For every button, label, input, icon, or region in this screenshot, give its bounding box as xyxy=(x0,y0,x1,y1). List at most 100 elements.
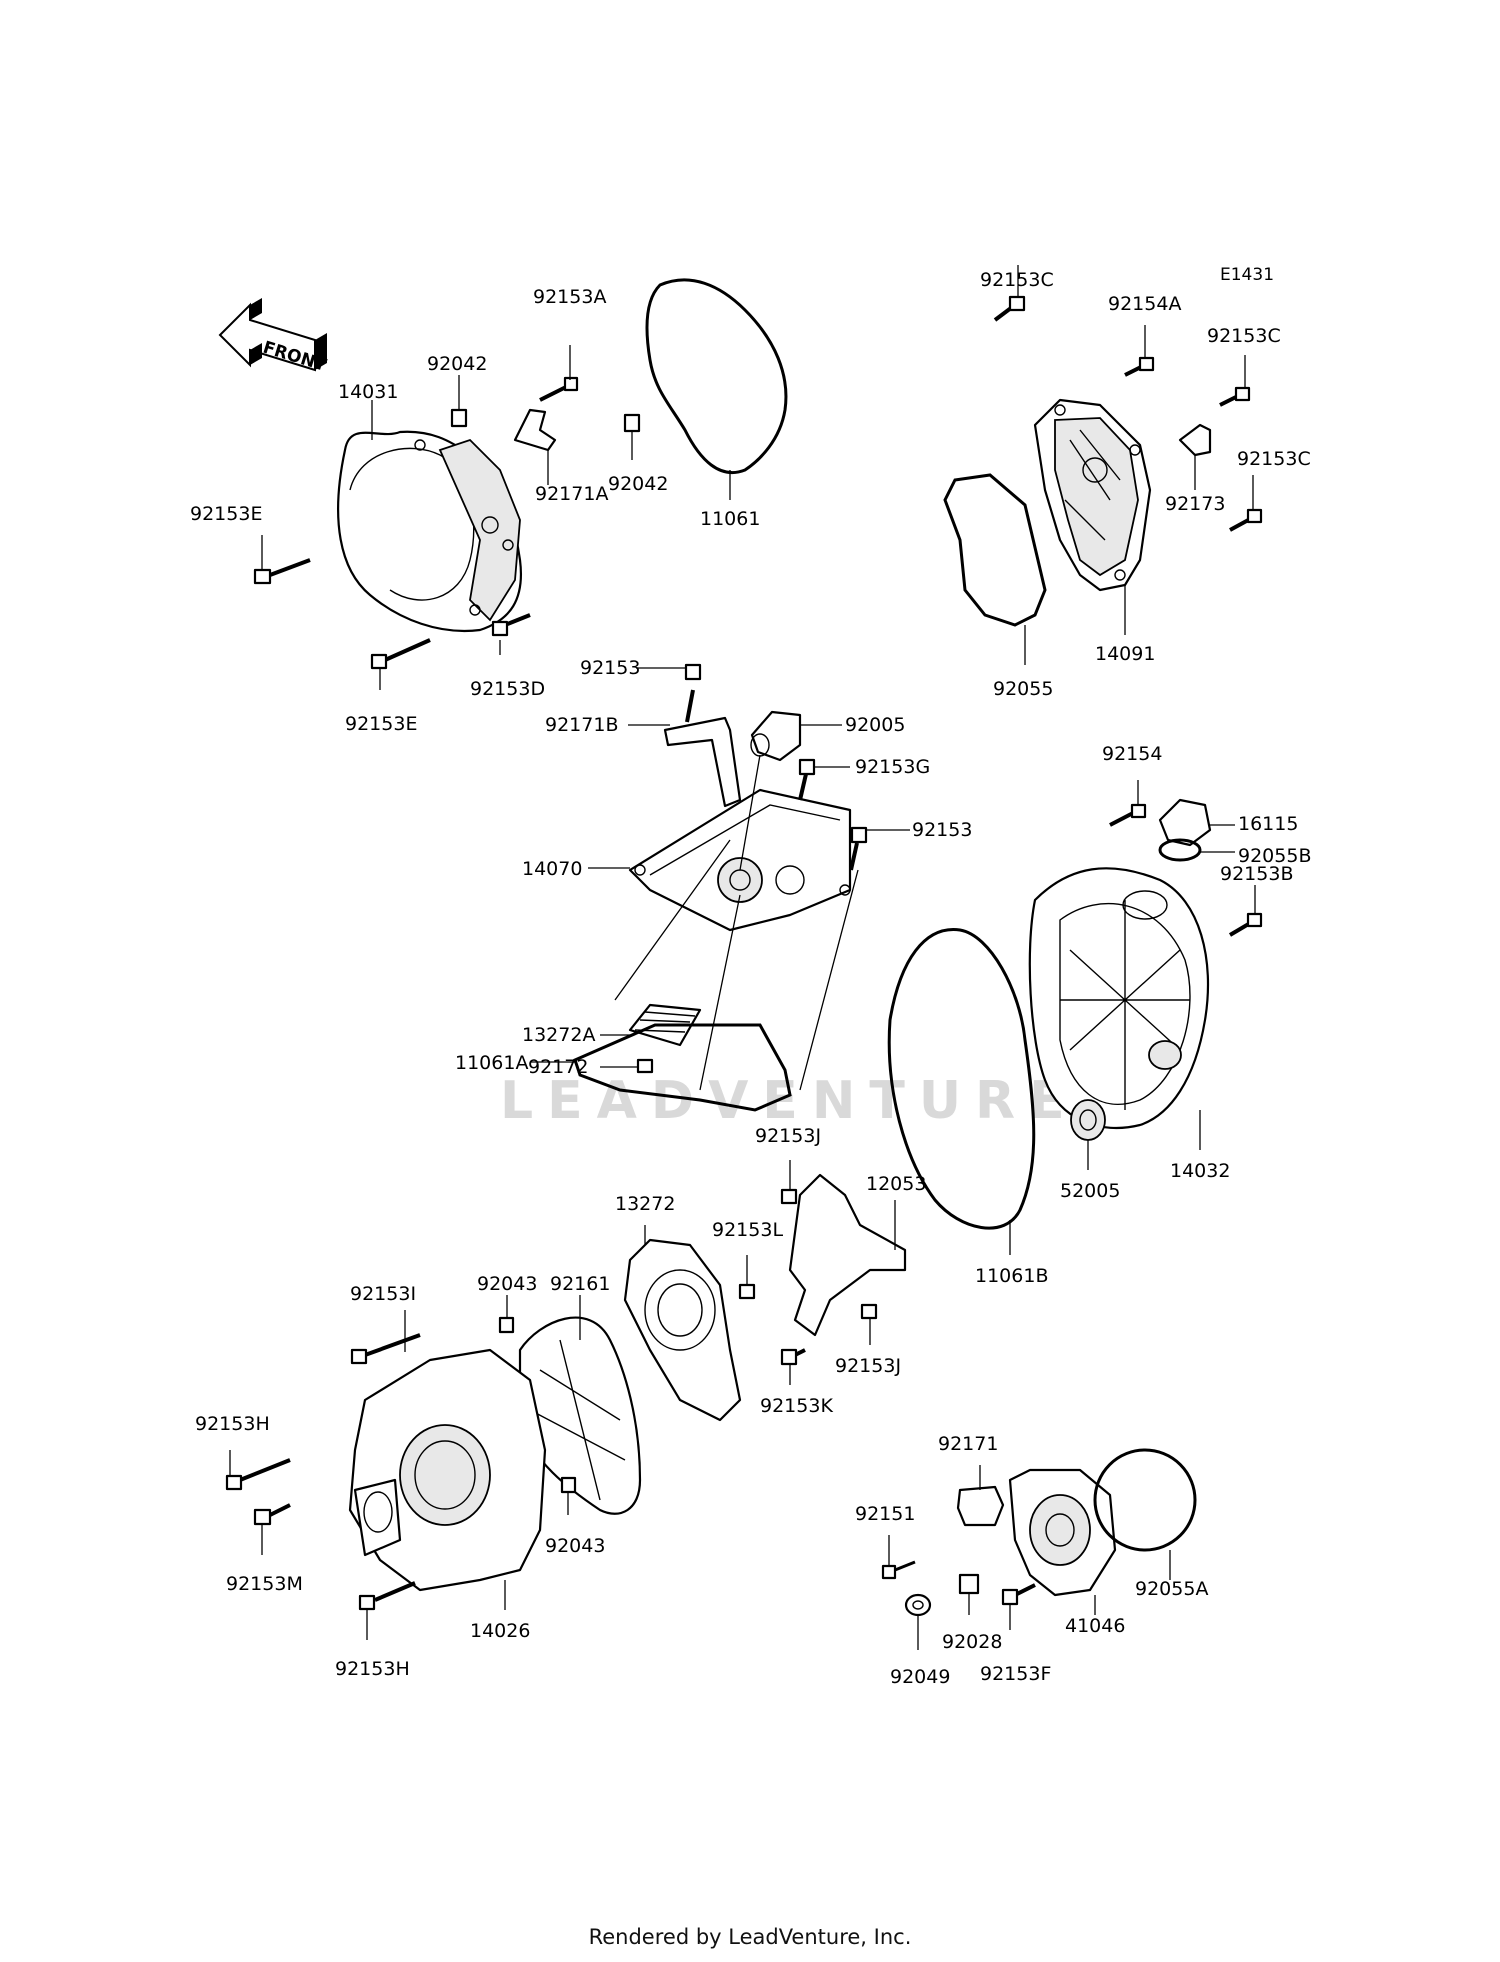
label-92153A: 92153A xyxy=(533,286,606,308)
bolt-92153C-c xyxy=(1229,508,1263,532)
label-14032: 14032 xyxy=(1170,1160,1230,1182)
diagram-code: E1431 xyxy=(1220,265,1274,285)
bolt-92153E-bottom xyxy=(370,638,431,670)
bolt-92153I xyxy=(350,1333,421,1365)
label-92043-a: 92043 xyxy=(477,1273,537,1295)
oring-92055A xyxy=(1093,1448,1197,1552)
watermark: LEADVENTURE xyxy=(500,1071,1079,1131)
label-14026: 14026 xyxy=(470,1620,530,1642)
bolt-92153B xyxy=(1228,912,1263,937)
plate-13272 xyxy=(623,1238,742,1422)
bolt-92172 xyxy=(636,1058,654,1074)
label-52005: 52005 xyxy=(1060,1180,1120,1202)
label-16115: 16115 xyxy=(1238,813,1298,835)
label-14031: 14031 xyxy=(338,381,398,403)
label-92043-b: 92043 xyxy=(545,1535,605,1557)
label-92154: 92154 xyxy=(1102,743,1162,765)
label-92049: 92049 xyxy=(890,1666,950,1688)
bolt-92153J-a xyxy=(780,1188,798,1205)
label-92154A: 92154A xyxy=(1108,293,1181,315)
bolt-92151 xyxy=(881,1560,916,1580)
clamp-92171A xyxy=(513,408,557,452)
label-92153C-a: 92153C xyxy=(980,269,1054,291)
label-92005: 92005 xyxy=(845,714,905,736)
oring-92055B xyxy=(1158,838,1202,862)
bolt-92153K xyxy=(780,1348,806,1366)
bolt-92153C-a xyxy=(993,295,1026,322)
bolt-92153J-b xyxy=(860,1303,878,1320)
label-11061B: 11061B xyxy=(975,1265,1048,1287)
label-92153F: 92153F xyxy=(980,1663,1051,1685)
bolt-92153M xyxy=(253,1503,291,1526)
label-14070: 14070 xyxy=(522,858,582,880)
label-12053: 12053 xyxy=(866,1173,926,1195)
label-92153G: 92153G xyxy=(855,756,930,778)
label-11061: 11061 xyxy=(700,508,760,530)
bracket-92171B xyxy=(663,716,742,808)
label-92151: 92151 xyxy=(855,1503,915,1525)
bolt-92153E-top xyxy=(253,558,311,585)
label-41046: 41046 xyxy=(1065,1615,1125,1637)
label-92153J-b: 92153J xyxy=(835,1355,901,1377)
part-labels: 14031 92042 92153A 92171A 92153E 92153D … xyxy=(190,269,1311,1688)
nut-92049 xyxy=(904,1593,932,1617)
label-92153J-a: 92153J xyxy=(755,1125,821,1147)
gasket-92055 xyxy=(943,473,1047,627)
dowel-92043-a xyxy=(498,1316,515,1334)
clutch-cover-14032 xyxy=(1028,867,1210,1130)
label-92042-a: 92042 xyxy=(427,353,487,375)
seal-52005 xyxy=(1070,1099,1106,1141)
label-92171B: 92171B xyxy=(545,714,618,736)
leader-lines xyxy=(229,265,1256,1650)
cover-14026 xyxy=(348,1348,547,1592)
bolt-92153-b xyxy=(849,826,868,871)
dowel-92043-b xyxy=(560,1476,577,1494)
label-11061A: 11061A xyxy=(455,1052,528,1074)
label-92172: 92172 xyxy=(528,1056,588,1078)
bracket-92171 xyxy=(956,1485,1005,1527)
label-92161: 92161 xyxy=(550,1273,610,1295)
cover-14091 xyxy=(1033,398,1152,592)
bolt-92153-a xyxy=(684,663,702,723)
label-13272: 13272 xyxy=(615,1193,675,1215)
label-92171A: 92171A xyxy=(535,483,608,505)
label-92028: 92028 xyxy=(942,1631,1002,1653)
bolt-92153C-b xyxy=(1219,386,1251,407)
label-92042-b: 92042 xyxy=(608,473,668,495)
label-14091: 14091 xyxy=(1095,643,1155,665)
label-92153K: 92153K xyxy=(760,1395,833,1417)
dowel-92042-b xyxy=(623,413,641,433)
clamp-92173 xyxy=(1178,423,1212,457)
footer-credit: Rendered by LeadVenture, Inc. xyxy=(588,1925,912,1949)
label-92153E-top: 92153E xyxy=(190,503,262,525)
label-92153E-bottom: 92153E xyxy=(345,713,417,735)
bolt-92154 xyxy=(1109,803,1147,827)
bolt-92153H-a xyxy=(225,1458,291,1491)
generator-cover-14031 xyxy=(337,430,523,632)
bolt-92153D xyxy=(491,613,531,637)
gasket-11061B xyxy=(887,928,1036,1230)
label-92153C-b: 92153C xyxy=(1207,325,1281,347)
label-92153L: 92153L xyxy=(712,1219,783,1241)
bolt-92154A xyxy=(1124,356,1155,377)
label-92171: 92171 xyxy=(938,1433,998,1455)
bolt-92153H-b xyxy=(358,1581,416,1611)
label-92153I: 92153I xyxy=(350,1283,416,1305)
label-92055B: 92055B xyxy=(1238,845,1311,867)
label-92153-b: 92153 xyxy=(912,819,972,841)
label-92055: 92055 xyxy=(993,678,1053,700)
cover-14070 xyxy=(628,788,852,932)
label-92153H-b: 92153H xyxy=(335,1658,410,1680)
label-92055A: 92055A xyxy=(1135,1578,1208,1600)
assembly-41046 xyxy=(1008,1468,1117,1597)
gasket-11061 xyxy=(645,278,788,475)
label-92173: 92173 xyxy=(1165,493,1225,515)
guard-12053 xyxy=(788,1173,907,1337)
label-92153H-a: 92153H xyxy=(195,1413,270,1435)
bolt-92153F xyxy=(1001,1583,1036,1606)
front-arrow-icon: FRONT xyxy=(218,298,329,376)
label-92153M: 92153M xyxy=(226,1573,303,1595)
fitting-92005 xyxy=(750,710,802,762)
collar-92028 xyxy=(958,1573,980,1595)
